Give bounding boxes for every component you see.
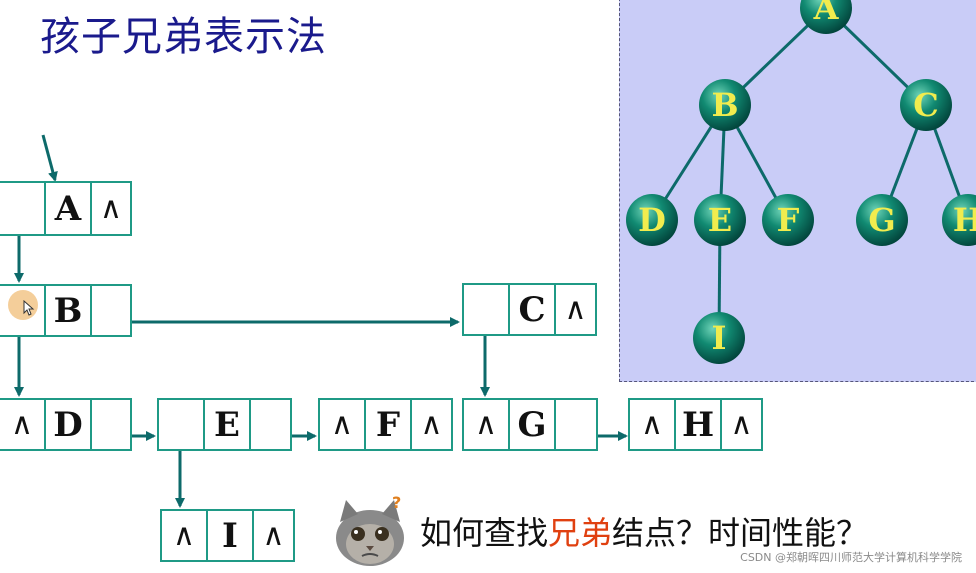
tree-diagram: A B C D E F G H I <box>626 0 976 364</box>
page-title: 孩子兄弟表示法 <box>40 14 327 60</box>
list-node-f: ∧ F ∧ <box>318 398 453 451</box>
svg-text:?: ? <box>392 494 401 512</box>
node-g-data-field: G <box>508 400 554 449</box>
tree-node-d: D <box>626 194 678 246</box>
node-b-sibling-field <box>90 286 130 335</box>
tree-node-i: I <box>693 312 745 364</box>
node-a-data-field: A <box>44 183 90 234</box>
tree-node-e: E <box>694 194 746 246</box>
node-h-sibling-field: ∧ <box>720 400 761 449</box>
node-f-firstchild-field: ∧ <box>331 407 353 442</box>
tree-node-f: F <box>762 194 814 246</box>
tree-node-c: C <box>900 79 952 131</box>
svg-text:H: H <box>953 201 976 239</box>
svg-text:F: F <box>777 201 800 239</box>
node-g-sibling-field <box>554 400 596 449</box>
node-b-data-field: B <box>44 286 90 335</box>
node-e-sibling-field <box>249 400 290 449</box>
node-h-data-field: H <box>674 400 720 449</box>
list-node-a: A ∧ <box>0 181 132 236</box>
node-d-firstchild-field: ∧ <box>11 407 33 442</box>
node-i-firstchild-field: ∧ <box>173 518 195 553</box>
svg-text:A: A <box>813 0 840 27</box>
svg-text:B: B <box>711 86 738 124</box>
node-d-sibling-field <box>90 400 130 449</box>
watermark: CSDN @郑朝晖四川师范大学计算机科学学院 <box>740 551 962 564</box>
tree-node-a: A <box>800 0 852 34</box>
list-node-e: E <box>157 398 292 451</box>
node-h-firstchild-field: ∧ <box>641 407 663 442</box>
tree-node-b: B <box>699 79 751 131</box>
node-d-data-field: D <box>44 400 90 449</box>
thinking-cat-icon: ? <box>330 494 412 568</box>
tree-panel: A B C D E F G H I <box>619 0 976 382</box>
node-c-sibling-field: ∧ <box>554 285 595 334</box>
node-c-data-field: C <box>508 285 554 334</box>
node-i-sibling-field: ∧ <box>252 511 293 560</box>
node-a-sibling-field: ∧ <box>90 183 130 234</box>
question-suffix: 结点？时间性能？ <box>612 514 869 552</box>
node-e-firstchild-field <box>159 400 203 449</box>
node-f-data-field: F <box>364 400 410 449</box>
cursor-highlight <box>8 290 38 320</box>
svg-text:D: D <box>638 201 666 239</box>
svg-text:C: C <box>913 86 938 124</box>
tree-node-h: H <box>942 194 976 246</box>
tree-node-g: G <box>856 194 908 246</box>
node-i-data-field: I <box>206 511 252 560</box>
svg-text:I: I <box>712 319 727 357</box>
node-g-firstchild-field: ∧ <box>475 407 497 442</box>
node-c-firstchild-field <box>464 285 508 334</box>
node-f-sibling-field: ∧ <box>410 400 451 449</box>
list-node-i: ∧ I ∧ <box>160 509 295 562</box>
svg-text:E: E <box>708 201 732 239</box>
list-node-g: ∧ G <box>462 398 598 451</box>
list-node-d: ∧ D <box>0 398 132 451</box>
list-node-c: C ∧ <box>462 283 597 336</box>
question-text: 如何查找兄弟结点？时间性能？ <box>420 508 868 554</box>
root-pointer-arrow <box>41 134 58 182</box>
question-prefix: 如何查找 <box>420 514 549 552</box>
mouse-pointer-icon <box>23 300 35 316</box>
question-highlight: 兄弟 <box>548 514 613 552</box>
node-e-data-field: E <box>203 400 249 449</box>
svg-text:G: G <box>868 201 895 239</box>
node-a-firstchild-field <box>0 183 44 234</box>
list-node-h: ∧ H ∧ <box>628 398 763 451</box>
